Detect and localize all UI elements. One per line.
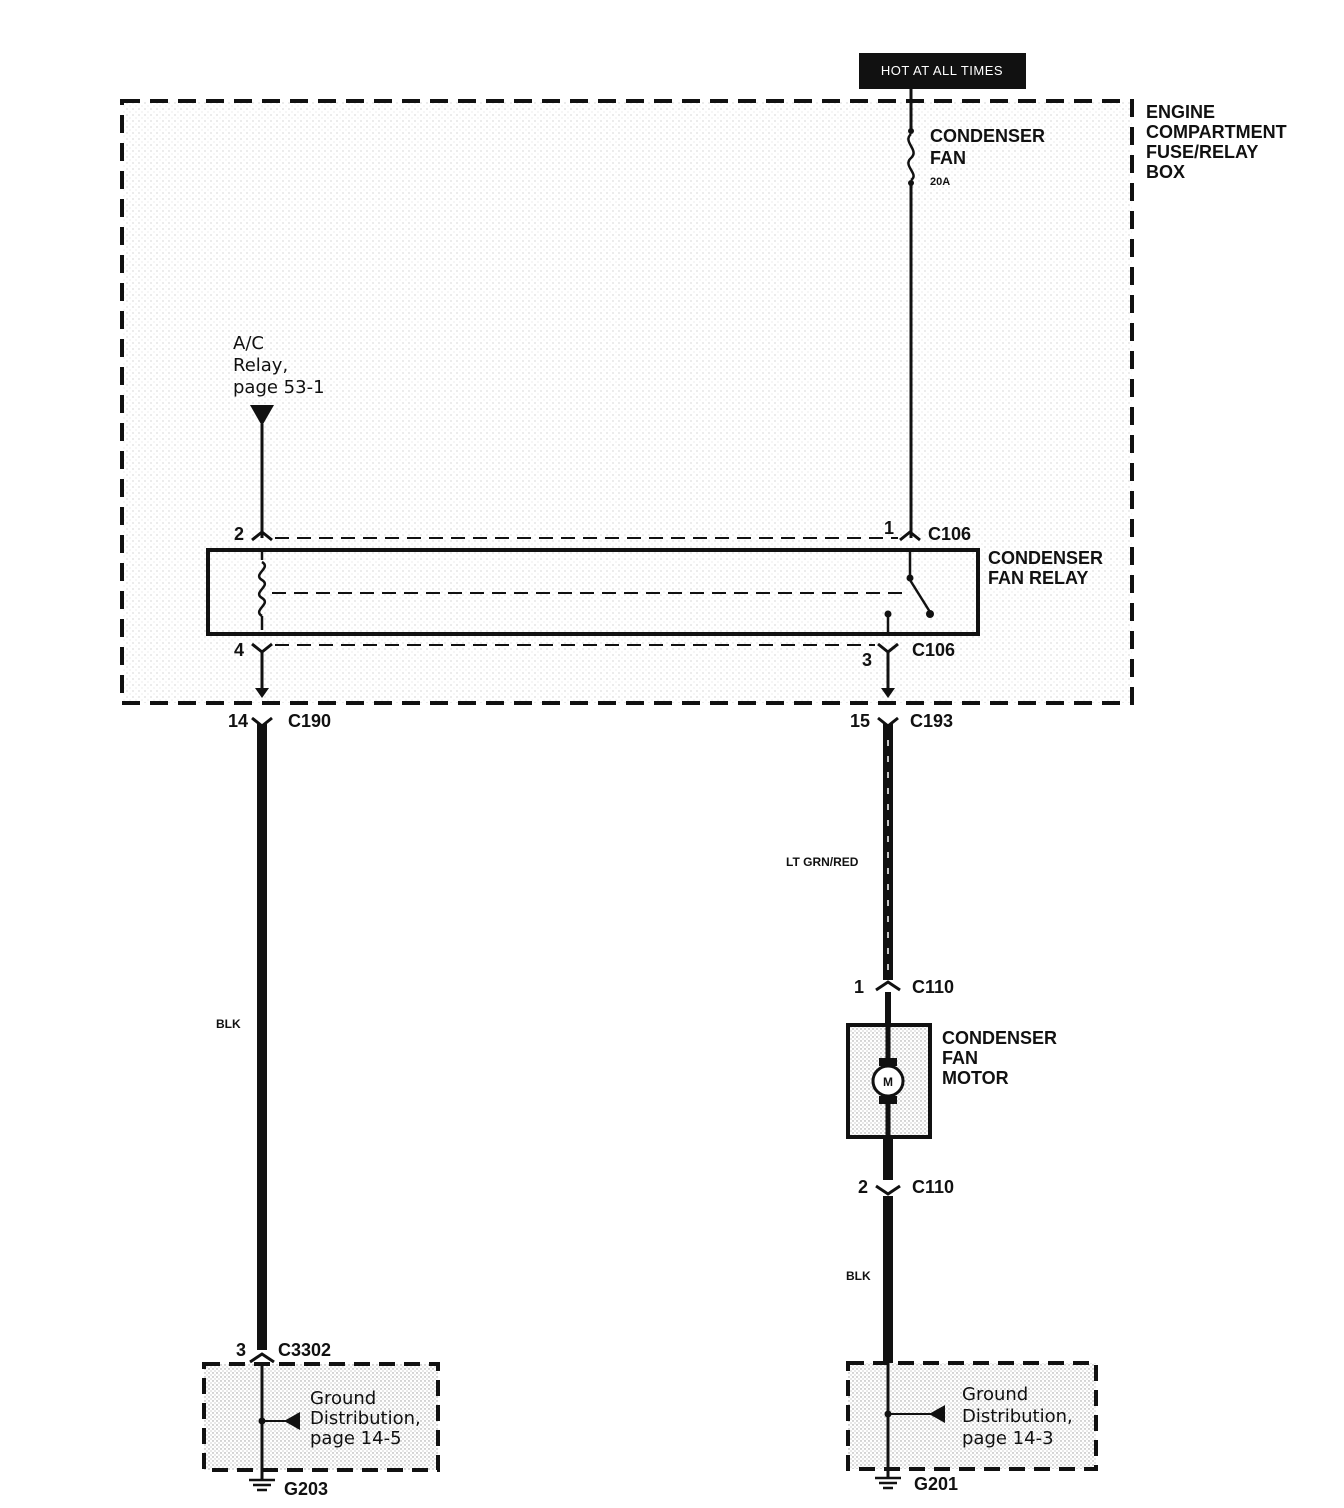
connector-c110-bottom: 2 C110 <box>858 1177 954 1197</box>
svg-text:15: 15 <box>850 711 870 731</box>
svg-text:COMPARTMENT: COMPARTMENT <box>1146 122 1287 142</box>
svg-text:A/C: A/C <box>233 333 264 354</box>
svg-text:page 53-1: page 53-1 <box>233 377 325 398</box>
svg-text:C110: C110 <box>912 1177 954 1197</box>
svg-text:CONDENSER: CONDENSER <box>988 548 1103 568</box>
svg-text:2: 2 <box>234 524 244 544</box>
svg-text:FAN: FAN <box>930 148 966 168</box>
svg-text:14: 14 <box>228 711 248 731</box>
svg-text:FAN: FAN <box>942 1048 978 1068</box>
svg-text:Ground: Ground <box>962 1384 1028 1405</box>
svg-text:FAN RELAY: FAN RELAY <box>988 568 1088 588</box>
ground-g203-icon <box>249 1470 275 1492</box>
svg-text:Distribution,: Distribution, <box>310 1408 421 1429</box>
svg-text:ENGINE: ENGINE <box>1146 102 1215 122</box>
connector-c106-top: 2 1 C106 <box>234 518 971 544</box>
svg-text:MOTOR: MOTOR <box>942 1068 1009 1088</box>
svg-text:20A: 20A <box>930 176 950 188</box>
fuse-label: CONDENSER FAN 20A <box>930 126 1045 188</box>
svg-text:3: 3 <box>862 650 872 670</box>
svg-text:Ground: Ground <box>310 1388 376 1409</box>
svg-text:3: 3 <box>236 1340 246 1360</box>
svg-text:CONDENSER: CONDENSER <box>930 126 1045 146</box>
ground-g203-label: G203 <box>284 1479 328 1499</box>
connector-c3302: 3 C3302 <box>236 1340 331 1364</box>
svg-text:4: 4 <box>234 640 244 660</box>
connector-c110-top: 1 C110 <box>854 977 954 997</box>
svg-text:C190: C190 <box>288 711 331 731</box>
ground-ref-arrow-left-icon <box>284 1412 300 1430</box>
ground-distribution-left-label: Ground Distribution, page 14-5 <box>310 1388 421 1449</box>
connector-c193: 15 C193 <box>850 711 953 731</box>
relay-coil-icon <box>257 550 267 630</box>
wire-label-lt-grn-red: LT GRN/RED <box>786 855 859 869</box>
svg-text:page 14-3: page 14-3 <box>962 1428 1054 1449</box>
svg-text:HOT AT ALL TIMES: HOT AT ALL TIMES <box>881 63 1003 78</box>
svg-text:C110: C110 <box>912 977 954 997</box>
svg-text:Relay,: Relay, <box>233 355 288 376</box>
power-source-label: HOT AT ALL TIMES <box>859 53 1026 89</box>
ground-ref-arrow-right-icon <box>929 1405 945 1423</box>
svg-text:C193: C193 <box>910 711 953 731</box>
svg-text:2: 2 <box>858 1177 868 1197</box>
svg-text:1: 1 <box>884 518 894 538</box>
ground-distribution-right-label: Ground Distribution, page 14-3 <box>962 1384 1073 1449</box>
relay-switch-icon <box>884 550 934 634</box>
ac-relay-reference: A/C Relay, page 53-1 <box>233 333 325 398</box>
svg-text:M: M <box>883 1075 893 1089</box>
svg-text:FUSE/RELAY: FUSE/RELAY <box>1146 142 1258 162</box>
svg-text:1: 1 <box>854 977 864 997</box>
relay-label: CONDENSER FAN RELAY <box>988 548 1103 588</box>
svg-text:BOX: BOX <box>1146 162 1185 182</box>
fuse-relay-box-label: ENGINE COMPARTMENT FUSE/RELAY BOX <box>1146 102 1287 182</box>
ground-g201-icon <box>875 1469 901 1490</box>
fuse-symbol <box>907 89 915 538</box>
ground-distribution-left <box>202 1362 440 1472</box>
ground-g201-label: G201 <box>914 1474 958 1494</box>
svg-text:page 14-5: page 14-5 <box>310 1428 402 1449</box>
wire-label-blk-right: BLK <box>846 1269 871 1283</box>
svg-text:C106: C106 <box>912 640 955 660</box>
connector-c190: 14 C190 <box>228 711 331 731</box>
svg-text:C106: C106 <box>928 524 971 544</box>
svg-text:Distribution,: Distribution, <box>962 1406 1073 1427</box>
wire-label-blk-left: BLK <box>216 1017 241 1031</box>
svg-text:C3302: C3302 <box>278 1340 331 1360</box>
svg-text:CONDENSER: CONDENSER <box>942 1028 1057 1048</box>
motor-label: CONDENSER FAN MOTOR <box>942 1028 1057 1088</box>
ac-relay-arrow-icon <box>250 405 274 426</box>
